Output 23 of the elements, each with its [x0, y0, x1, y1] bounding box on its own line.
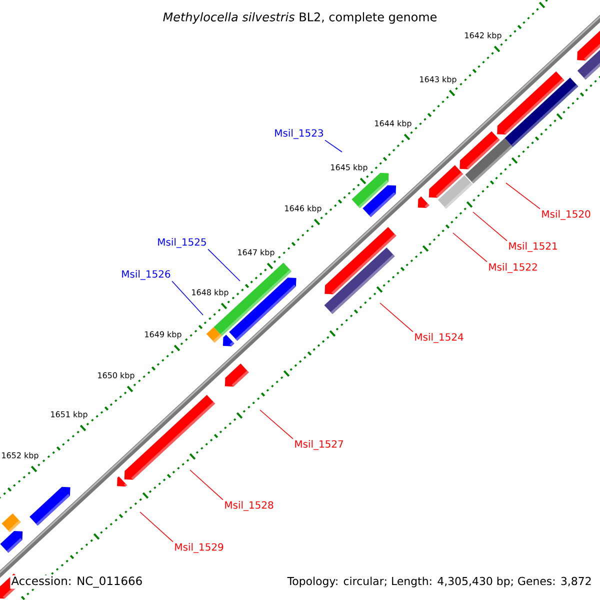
- gene-label: Msil_1525: [158, 238, 206, 248]
- gene-label: Msil_1523: [275, 129, 324, 139]
- leader-line: [452, 232, 488, 262]
- leader-line: [208, 248, 240, 282]
- gene-label: Msil_1520: [542, 210, 590, 220]
- leader-line: [324, 140, 342, 152]
- leader-line: [172, 280, 204, 316]
- leader-line: [506, 182, 540, 210]
- gene-label: Msil_1528: [225, 501, 274, 511]
- leader-line: [140, 512, 174, 542]
- gene-label: Msil_1522: [489, 263, 537, 273]
- leader-line: [260, 410, 294, 440]
- gene-label: Msil_1527: [295, 440, 343, 450]
- gene-label: Msil_1526: [122, 270, 170, 280]
- genome-info-text: Topology: circular; Length: 4,305,430 bp; Genes: 3,872: [287, 576, 591, 588]
- gene-label: Msil_1524: [415, 333, 464, 343]
- leader-line: [190, 470, 224, 500]
- gene-label: Msil_1521: [509, 242, 557, 252]
- title: Methylocella silvestris BL2, complete genome: [163, 12, 437, 24]
- leader-line: [472, 212, 508, 242]
- gene-label: Msil_1529: [175, 543, 224, 553]
- accession-text: Accession: NC_011666: [10, 575, 144, 589]
- leader-line: [380, 302, 414, 332]
